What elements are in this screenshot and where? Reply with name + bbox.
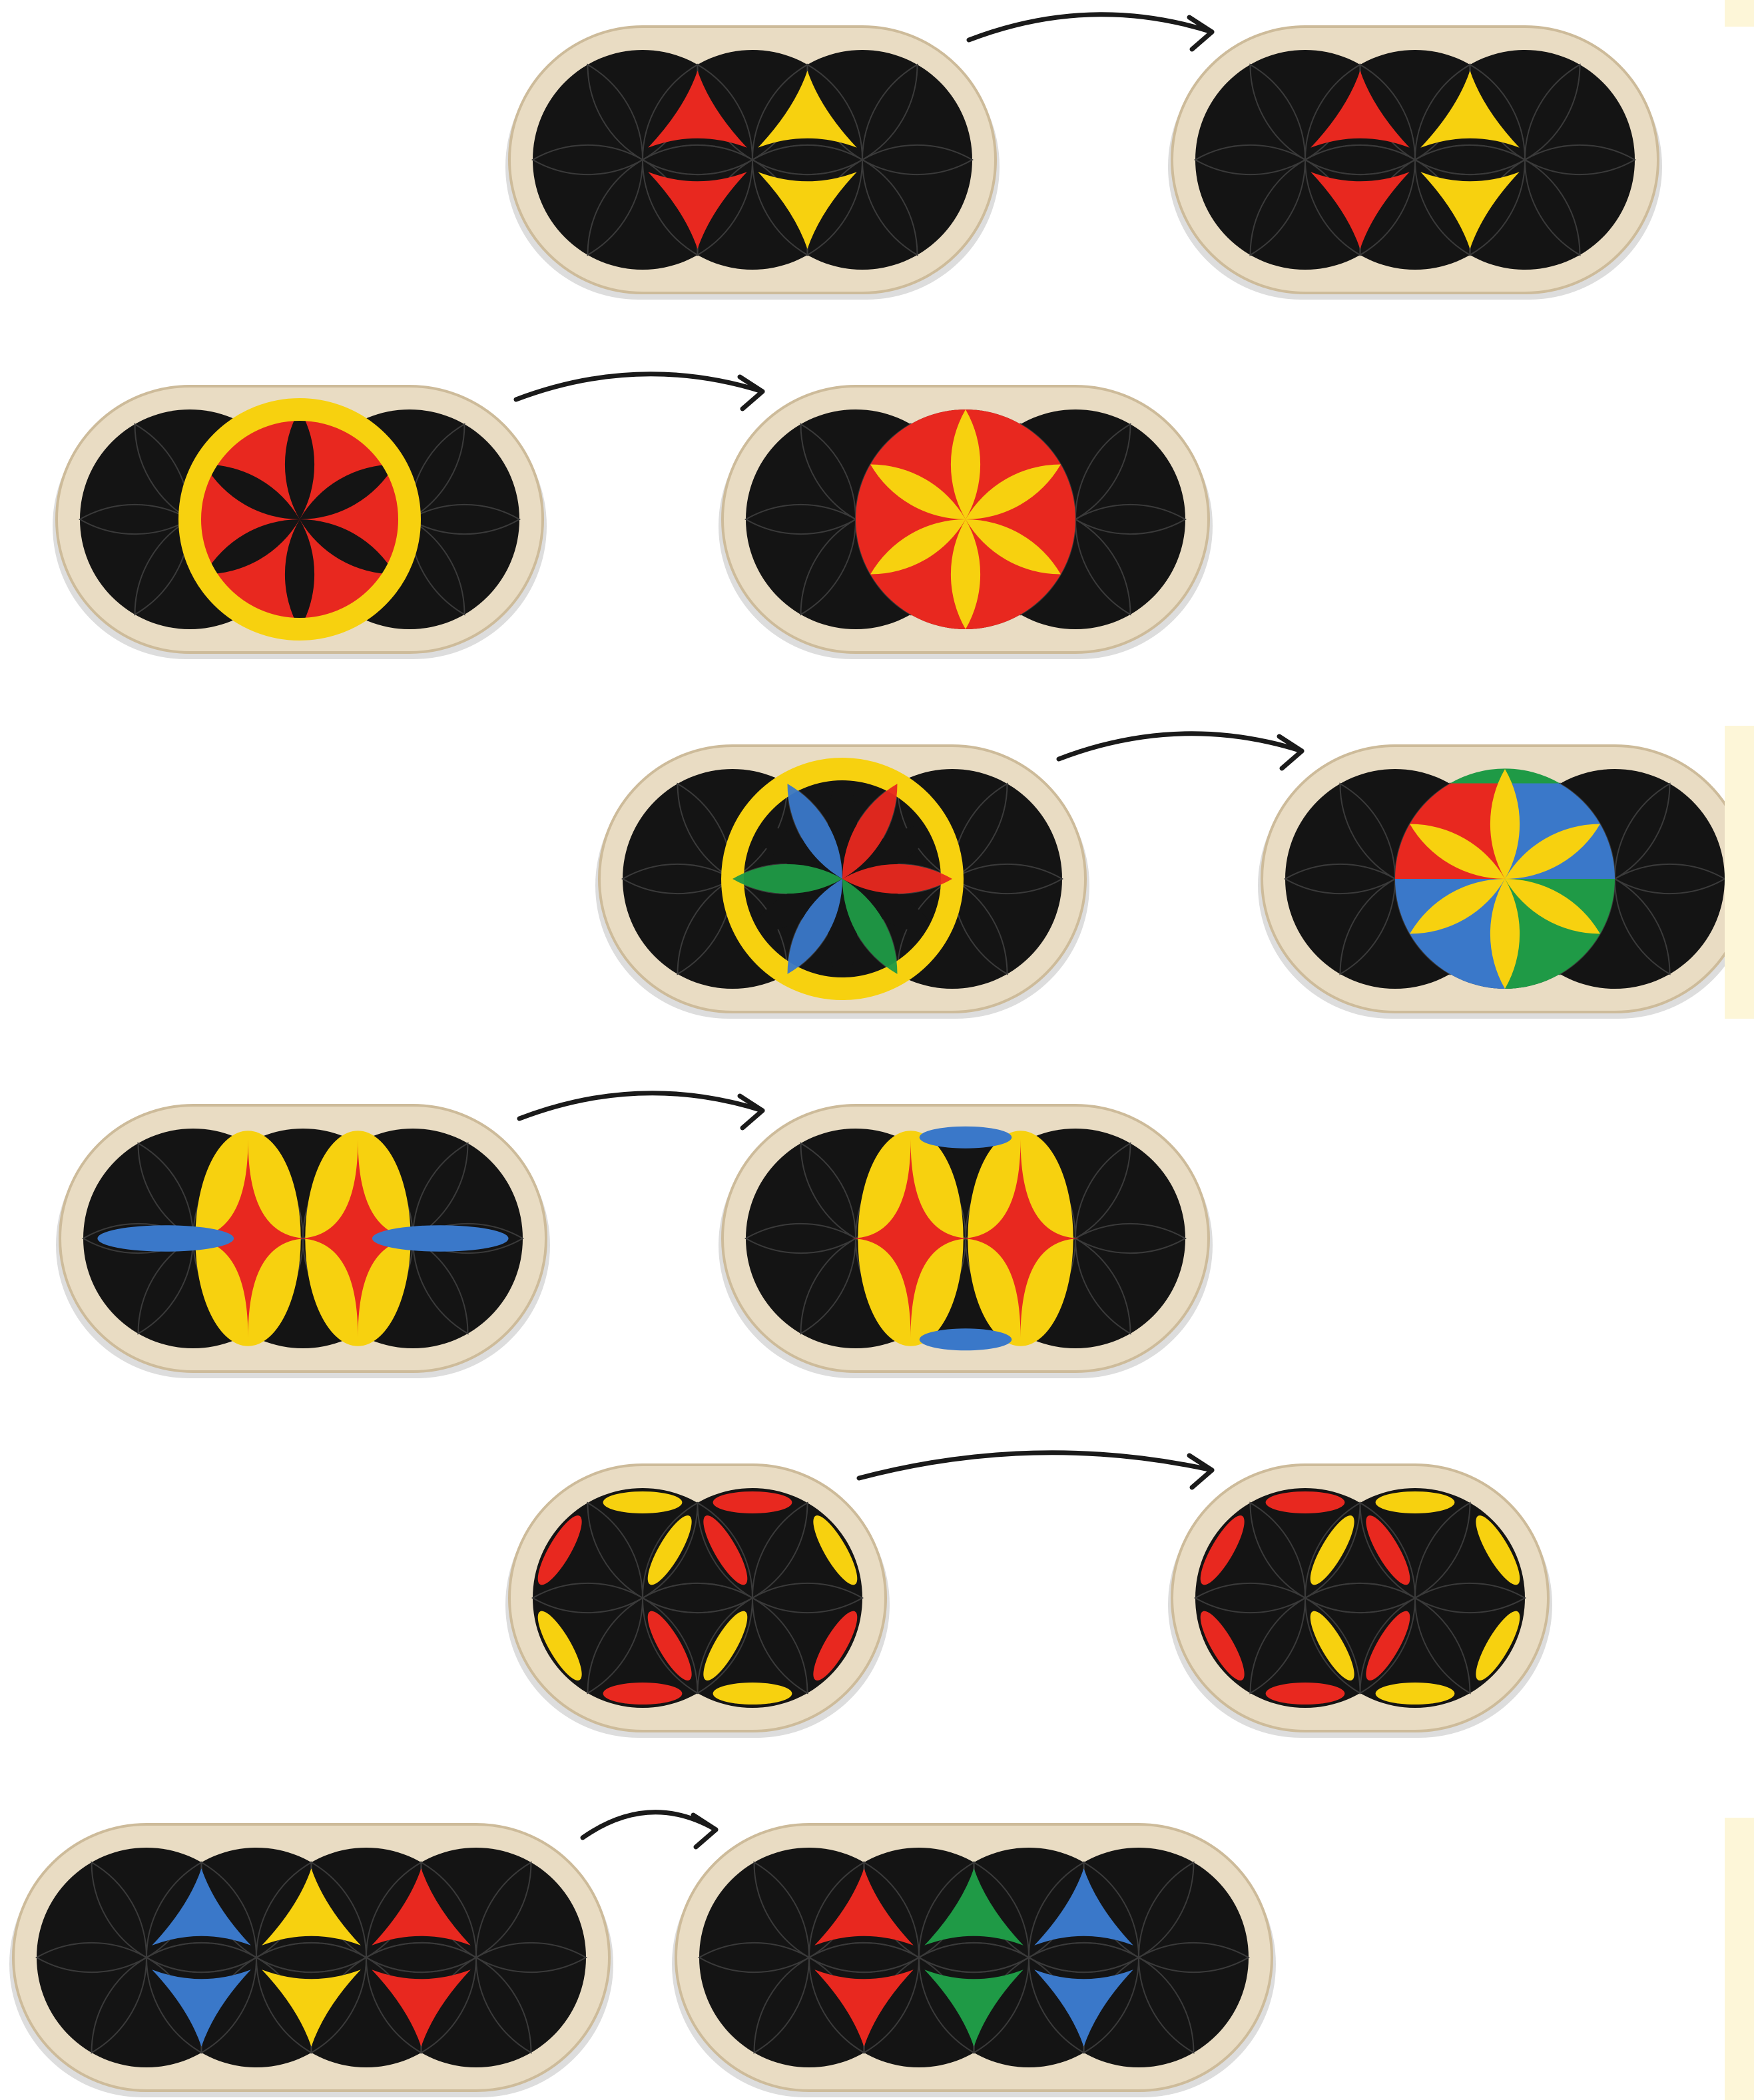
side-strip-middle [1725,726,1754,1019]
hexagon-edge [1266,1491,1345,1513]
arrow-shaft [516,374,762,399]
hexagon-edge [1266,1683,1345,1705]
arrow-3 [1059,734,1302,768]
blue-lens [372,1225,509,1252]
hexagon-edge [713,1683,792,1705]
hexagon-edge [603,1491,683,1513]
arrow-head [693,1815,716,1847]
pair-4-diamonds-before [56,1105,550,1378]
arrow-shaft [519,1093,762,1119]
puzzle-boards [9,27,1752,2097]
arrow-2 [516,374,762,409]
pair-5-hexagons-before [505,1465,890,1738]
arrow-head [740,377,762,409]
arrow-4 [519,1093,762,1128]
pair-6-four-circle-triangles-after [672,1824,1276,2097]
arrow-5 [859,1453,1212,1487]
blue-lens [920,1127,1012,1149]
blue-lens [97,1225,234,1252]
arrow-head [740,1096,762,1128]
pair-4-diamonds-after [719,1105,1213,1378]
pair-5-hexagons-after [1168,1465,1552,1738]
side-strip-top [1725,0,1754,27]
hexagon-edge [603,1683,683,1705]
arrow-head [1189,17,1212,49]
arrow-head [1279,736,1302,768]
pair-3-four-color-flower-before [595,746,1089,1019]
pair-2-flower-before [53,386,547,659]
pair-1-tricorn-triangles-before [505,27,1000,300]
hexagon-edge [713,1491,792,1513]
arrow-6 [583,1812,716,1847]
hexagon-edge [1376,1683,1455,1705]
arrow-shaft [859,1453,1212,1478]
hexagon-edge [1376,1491,1455,1513]
side-strip-bottom [1725,1818,1754,2100]
arrow-1 [969,15,1212,49]
pair-6-four-circle-triangles-before [9,1824,613,2097]
pair-3-four-color-flower-after [1258,746,1752,1019]
arrow-shaft [969,15,1212,40]
pair-1-tricorn-triangles-after [1168,27,1662,300]
blue-lens [920,1328,1012,1350]
arrow-head [1189,1455,1212,1487]
pair-2-flower-after [719,386,1213,659]
arrow-shaft [1059,734,1302,759]
